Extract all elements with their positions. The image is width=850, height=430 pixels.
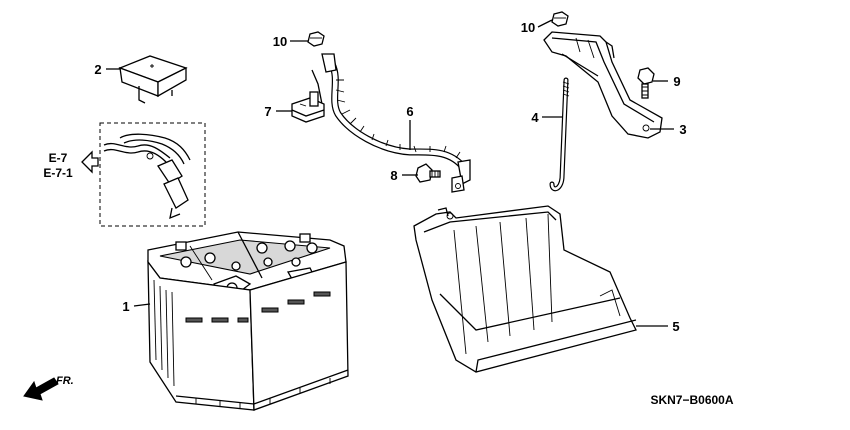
callout-3: 3 — [679, 122, 686, 137]
part-5-battery-tray — [413, 205, 637, 373]
callout-8: 8 — [390, 168, 397, 183]
callout-6: 6 — [406, 104, 413, 119]
part-1-battery — [147, 231, 349, 411]
part-6-cable — [311, 53, 471, 193]
part-9-bolt — [637, 67, 655, 99]
reference-label-e7: E-7 — [49, 151, 68, 165]
callout-5: 5 — [672, 319, 679, 334]
callout-9: 9 — [673, 74, 680, 89]
reference-detail-box — [99, 122, 206, 227]
callout-7: 7 — [264, 104, 271, 119]
part-3-bracket — [543, 31, 663, 139]
part-7-clamp — [291, 91, 325, 123]
front-direction-label: FR. — [56, 375, 74, 387]
callout-4: 4 — [531, 110, 539, 125]
front-direction-arrow — [23, 377, 59, 401]
part-2-terminal-cover — [118, 55, 188, 104]
callout-10-right: 10 — [521, 20, 535, 35]
part-8-bolt — [415, 163, 441, 183]
reference-arrow — [81, 150, 99, 174]
part-10-nut-left — [307, 31, 325, 47]
callout-10-left: 10 — [273, 34, 287, 49]
part-10-nut-right — [551, 11, 569, 27]
diagram-code: SKN7−B0600A — [650, 393, 733, 407]
leader-lines — [106, 19, 674, 327]
part-4-hook-rod — [549, 77, 570, 192]
callout-2: 2 — [94, 62, 101, 77]
reference-label-e7-1: E-7-1 — [43, 166, 73, 180]
callout-1: 1 — [122, 299, 129, 314]
